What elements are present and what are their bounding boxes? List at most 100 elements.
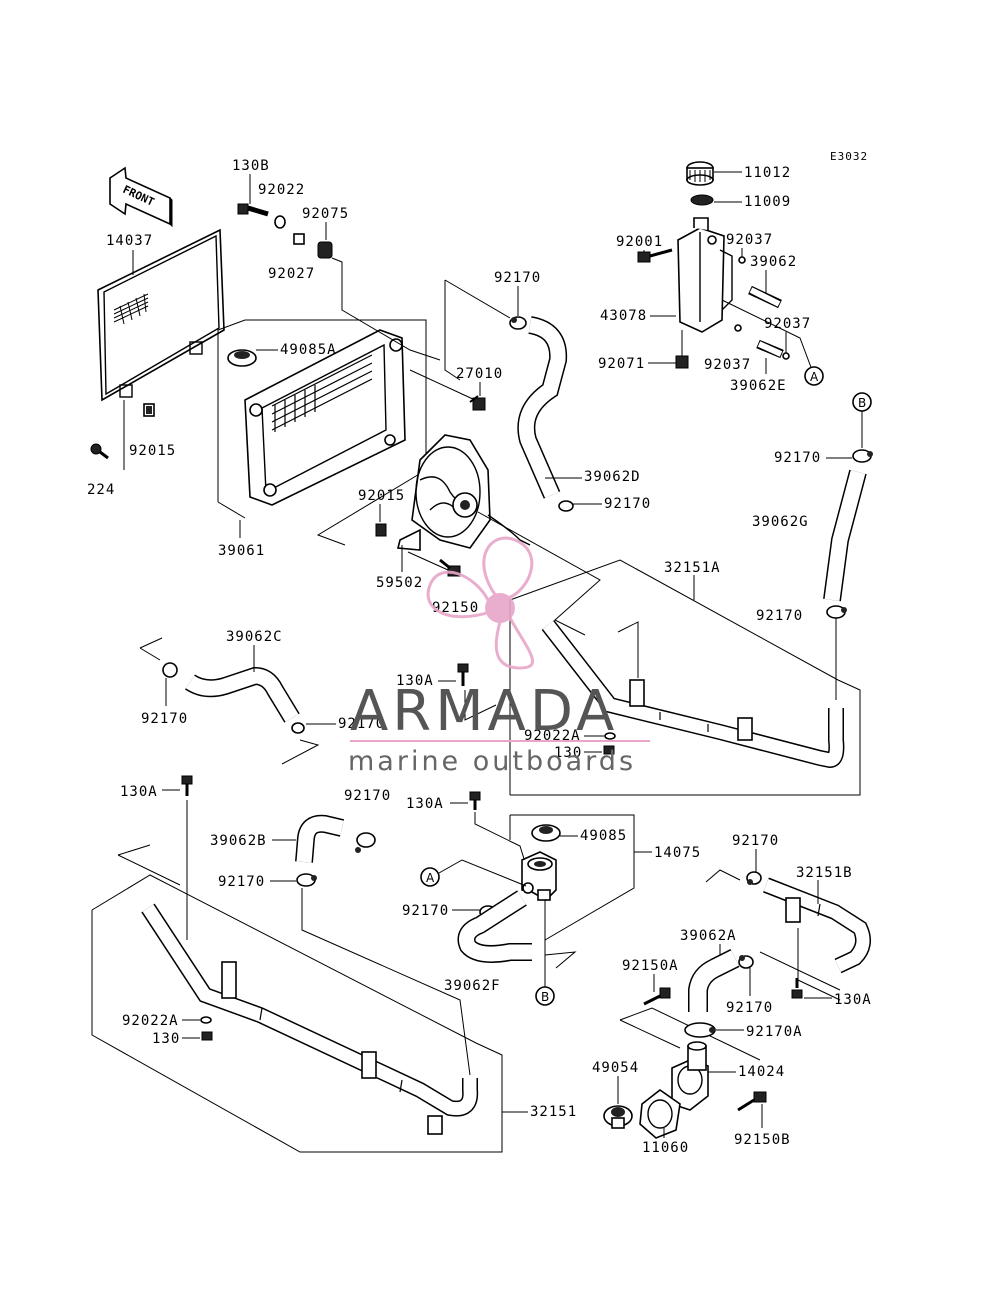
watermark-hub-icon [485, 593, 515, 623]
svg-text:B: B [858, 396, 866, 410]
radiator-cap-part [227, 349, 257, 367]
washer-92022A-mid-part [604, 732, 616, 740]
label-39062C: 39062C [226, 629, 283, 645]
label-92170-d: 92170 [604, 496, 651, 512]
svg-text:A: A [810, 370, 819, 384]
clamp-92170-b-part [296, 873, 317, 887]
svg-text:B: B [541, 990, 549, 1004]
clamp-92170-d-part [558, 500, 574, 512]
clamp-92170-k-part [738, 955, 754, 969]
label-92170-c1: 92170 [141, 711, 188, 727]
watermark-blade-icon [494, 617, 534, 670]
watermark-underline [350, 740, 650, 742]
callout-B-top: B [852, 392, 872, 412]
label-92022A-lower: 92022A [122, 1013, 179, 1029]
label-130-mid: 130 [554, 745, 582, 761]
label-130-lower: 130 [152, 1031, 180, 1047]
label-59502: 59502 [376, 575, 423, 591]
temp-switch-27010-part [469, 395, 486, 411]
gasket-11009-part [690, 194, 714, 206]
label-39062F: 39062F [444, 978, 501, 994]
reservoir-cap-part [686, 161, 714, 186]
label-27010: 27010 [456, 366, 503, 382]
callout-A-lower: A [420, 867, 440, 887]
label-92170-f: 92170 [402, 903, 449, 919]
label-92037-a: 92037 [726, 232, 773, 248]
collar-92027-part [293, 233, 305, 245]
clamp-92170-top-part [509, 316, 527, 330]
clamp-92170-c1-part [162, 662, 178, 678]
hose-39062F-part [457, 890, 532, 963]
label-92022: 92022 [258, 182, 305, 198]
hose-39062C-part [185, 666, 300, 723]
label-92170-top: 92170 [494, 270, 541, 286]
clamp-92170-g-part [852, 449, 873, 463]
bolt-92001-part [637, 248, 673, 263]
label-39062E: 39062E [730, 378, 787, 394]
clamp-92170-c2-part [291, 722, 305, 734]
label-92037-c: 92037 [704, 357, 751, 373]
callout-B-lower: B [535, 986, 555, 1006]
bolt-130A-right-part [791, 978, 803, 999]
cooling-fan-part [396, 434, 531, 551]
label-130A-left: 130A [120, 784, 158, 800]
bolt-92150A-part [643, 987, 671, 1006]
label-49054: 49054 [592, 1060, 639, 1076]
label-11009: 11009 [744, 194, 791, 210]
label-11012: 11012 [744, 165, 791, 181]
label-14075: 14075 [654, 845, 701, 861]
pipe-32151-part [141, 903, 479, 1135]
label-92075: 92075 [302, 206, 349, 222]
hose-39062B-part [295, 814, 345, 863]
label-39061: 39061 [218, 543, 265, 559]
label-224: 224 [87, 482, 115, 498]
label-92015-left: 92015 [129, 443, 176, 459]
bolt-130A-mid-part [457, 663, 469, 686]
watermark-tagline: marine outboards [348, 746, 636, 777]
hose-39062A-part [688, 949, 740, 1012]
clamp-92170-j-part [746, 871, 762, 885]
label-39062A: 39062A [680, 928, 737, 944]
label-92170-k: 92170 [726, 1000, 773, 1016]
radiator-screen-part [97, 228, 225, 402]
bolt-130A-left-part [181, 775, 193, 796]
label-130A-right: 130A [834, 992, 872, 1008]
bolt-130-lower-part [201, 1031, 213, 1041]
svg-text:A: A [426, 871, 435, 885]
label-92001: 92001 [616, 234, 663, 250]
label-11060: 11060 [642, 1140, 689, 1156]
label-32151A: 32151A [664, 560, 721, 576]
hose-39062-part [748, 285, 782, 309]
diagram-code: E3032 [830, 150, 868, 163]
clip-92015b-part [375, 523, 387, 537]
label-92150B: 92150B [734, 1132, 791, 1148]
radiator-part [244, 329, 406, 506]
label-92170-g-top: 92170 [774, 450, 821, 466]
clamp-39062B-part [355, 832, 376, 853]
clamp-92170A-part [684, 1022, 716, 1038]
label-130A-mid: 130A [396, 673, 434, 689]
bolt-224-part [90, 443, 109, 460]
label-43078: 43078 [600, 308, 647, 324]
clip-92015-part [143, 403, 155, 417]
pipe-32151B-part [763, 877, 872, 974]
watermark-brand: ARMADA [350, 679, 618, 744]
label-92170-c2: 92170 [338, 716, 385, 732]
grommet-92075-part [317, 241, 333, 259]
watermark-blade-icon [482, 536, 534, 600]
label-92027: 92027 [268, 266, 315, 282]
callout-A-top: A [804, 366, 824, 386]
label-39062B: 39062B [210, 833, 267, 849]
label-92150A: 92150A [622, 958, 679, 974]
reservoir-tank-part [677, 217, 733, 333]
washer-92022-part [274, 215, 286, 229]
cap-49085-part [531, 824, 561, 842]
label-14037: 14037 [106, 233, 153, 249]
hose-39062G-part [823, 469, 867, 602]
label-32151B: 32151B [796, 865, 853, 881]
label-14024: 14024 [738, 1064, 785, 1080]
label-39062D: 39062D [584, 469, 641, 485]
washer-92022A-lower-part [200, 1016, 212, 1024]
label-92170-lower: 92170 [344, 788, 391, 804]
label-92037-b: 92037 [764, 316, 811, 332]
